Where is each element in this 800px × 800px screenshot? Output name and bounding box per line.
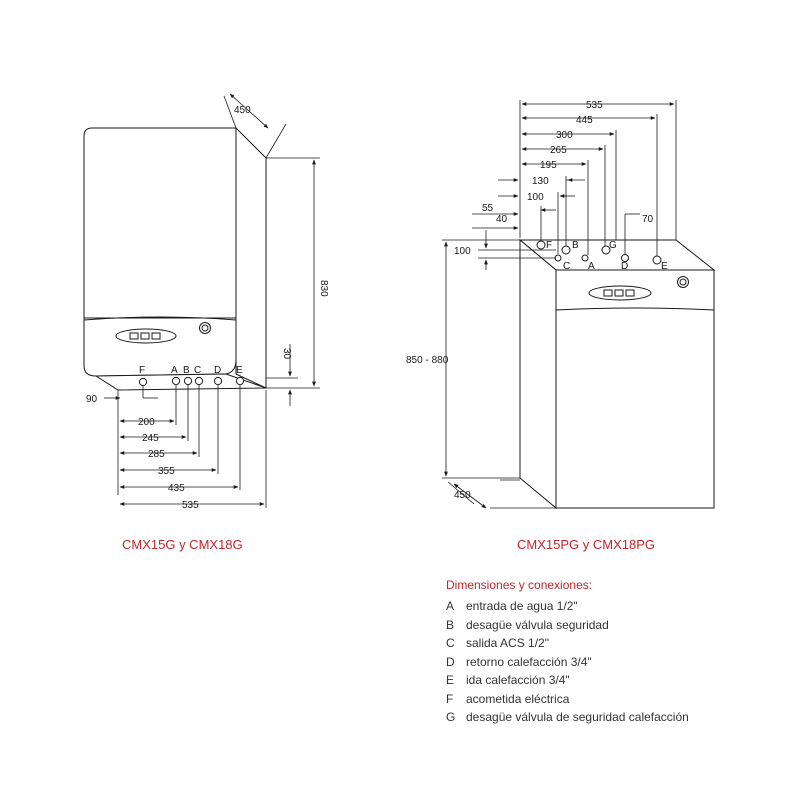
right-dim-70: 70 <box>642 214 654 225</box>
right-dim-100-left: 100 <box>454 246 471 257</box>
right-conn-label-F: F <box>546 240 552 251</box>
right-boiler-front <box>555 269 715 509</box>
right-dim-55: 55 <box>482 203 494 214</box>
right-conn-A <box>581 254 589 262</box>
left-bottom-dim-285: 285 <box>148 449 165 460</box>
right-conn-label-G: G <box>609 240 617 251</box>
legend-key: G <box>446 710 456 724</box>
left-boiler-front <box>83 127 237 377</box>
right-top-dim-300: 300 <box>556 130 573 141</box>
legend-text: entrada de agua 1/2" <box>466 599 578 613</box>
legend-key: A <box>446 599 455 613</box>
legend-title: Dimensiones y conexiones: <box>446 578 593 592</box>
right-conn-label-B: B <box>572 240 579 251</box>
left-boiler-side <box>235 126 267 389</box>
right-control-panel <box>555 307 715 311</box>
right-dimension-lines <box>442 100 677 509</box>
legend-key: E <box>446 673 455 687</box>
left-side-dim: 90 <box>86 394 98 405</box>
legend-key: D <box>446 654 455 669</box>
left-conn-A <box>171 376 181 386</box>
left-conn-D <box>213 376 223 386</box>
left-conn-C <box>194 376 204 386</box>
right-boiler-side <box>519 238 557 510</box>
right-top-dim-535: 535 <box>586 100 603 111</box>
left-boiler-drawing <box>83 126 267 391</box>
right-conn-G <box>601 245 611 255</box>
right-dim-40: 40 <box>496 214 508 225</box>
right-conn-F <box>536 240 546 250</box>
right-top-dim-130: 130 <box>532 176 549 187</box>
right-knob-icon <box>677 276 689 288</box>
legend-text: desagüe válvula seguridad <box>466 617 609 632</box>
left-depth-dim: 450 <box>234 105 251 116</box>
legend-text: desagüe válvula de seguridad calefacción <box>466 710 689 724</box>
right-conn-E <box>652 255 662 265</box>
right-conn-label-C: C <box>563 261 570 272</box>
legend-text: acometida eléctrica <box>466 691 570 706</box>
right-top-dim-100: 100 <box>527 192 544 203</box>
right-depth-dim: 450 <box>454 490 471 501</box>
right-model-label: CMX15PG y CMX18PG <box>517 537 655 552</box>
right-conn-label-A: A <box>588 261 595 272</box>
left-knob-icon <box>199 322 211 334</box>
right-conn-label-E: E <box>661 261 668 272</box>
left-bottom-dim-535: 535 <box>182 500 199 511</box>
right-top-dim-265: 265 <box>550 145 567 156</box>
left-dimension-lines <box>104 93 320 508</box>
right-height-dim: 850 - 880 <box>406 355 449 366</box>
right-top-dim-445: 445 <box>576 115 593 126</box>
left-conn-E <box>235 376 245 386</box>
left-conn-label-A: A <box>171 365 178 376</box>
left-display <box>115 328 177 344</box>
left-conn-label-B: B <box>183 365 190 376</box>
right-conn-label-D: D <box>621 261 628 272</box>
left-offset-dim: 30 <box>281 348 292 360</box>
left-bottom-dim-200: 200 <box>138 417 155 428</box>
legend-key: F <box>446 691 454 706</box>
right-top-dim-195: 195 <box>540 160 557 171</box>
left-conn-label-F: F <box>139 365 145 376</box>
left-model-label: CMX15G y CMX18G <box>122 537 243 552</box>
right-display <box>588 285 652 301</box>
legend-key: C <box>446 636 455 650</box>
legend-text: ida calefacción 3/4" <box>466 673 570 687</box>
left-bottom-dim-355: 355 <box>158 466 175 477</box>
legend-key: B <box>446 617 455 632</box>
left-conn-label-C: C <box>194 365 201 376</box>
left-conn-F <box>138 377 148 387</box>
right-boiler-drawing <box>518 238 716 510</box>
left-conn-label-D: D <box>214 365 221 376</box>
left-bottom-dim-435: 435 <box>168 483 185 494</box>
right-conn-B <box>561 245 571 255</box>
right-conn-D <box>621 254 629 262</box>
legend-text: retorno calefacción 3/4" <box>466 654 592 669</box>
left-height-dim: 830 <box>318 280 329 297</box>
left-conn-label-E: E <box>236 365 243 376</box>
left-bottom-dim-245: 245 <box>142 433 159 444</box>
left-conn-B <box>183 376 193 386</box>
legend-text: salida ACS 1/2" <box>466 636 549 650</box>
